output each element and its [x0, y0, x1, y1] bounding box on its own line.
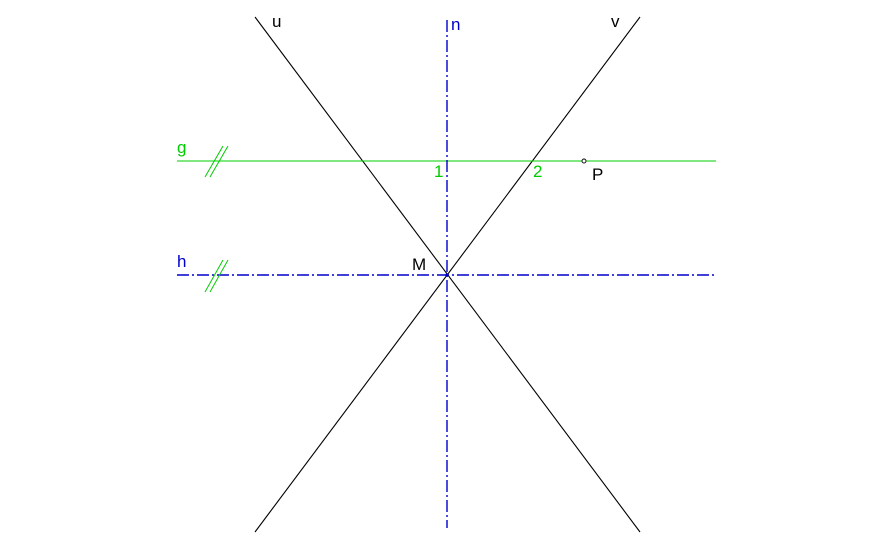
- label-point-1: 1: [434, 162, 443, 181]
- label-g: g: [177, 138, 186, 157]
- label-n: n: [451, 15, 460, 34]
- point-p-marker: [581, 158, 587, 164]
- label-v: v: [611, 12, 620, 31]
- parallel-mark-h-2: [209, 259, 229, 293]
- label-point-m: M: [412, 255, 426, 274]
- label-u: u: [272, 12, 281, 31]
- label-h: h: [177, 252, 186, 271]
- parallel-mark-g-1: [204, 145, 224, 178]
- parallel-mark-g-2: [209, 145, 229, 178]
- point-m-marker: [445, 273, 449, 277]
- parallel-mark-h-1: [204, 259, 224, 293]
- label-point-2: 2: [533, 162, 542, 181]
- label-point-p: P: [592, 165, 603, 184]
